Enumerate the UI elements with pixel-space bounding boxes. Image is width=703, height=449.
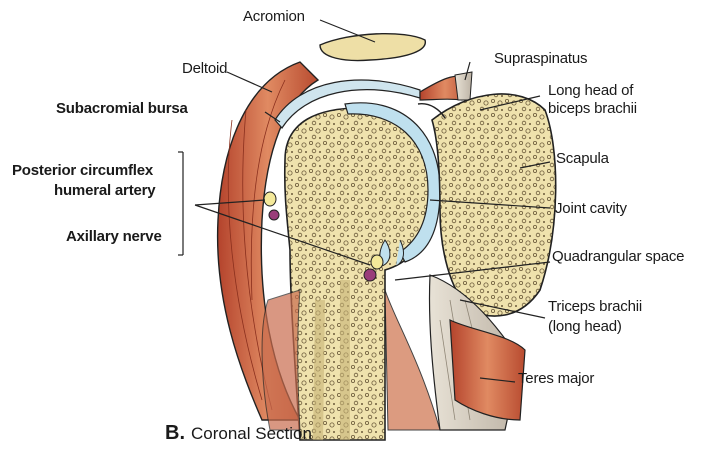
label-supraspinatus: Supraspinatus <box>494 50 587 67</box>
label-subacromial-bursa: Subacromial bursa <box>56 100 188 117</box>
label-triceps-line2: (long head) <box>548 318 622 335</box>
figure-caption: B. Coronal Section <box>165 422 312 445</box>
acromion-bone <box>320 34 425 61</box>
caption-letter: B. <box>165 422 185 444</box>
scapula-bone <box>432 94 556 316</box>
label-posterior-circumflex-line2: humeral artery <box>54 182 155 199</box>
posterior-circumflex-artery-lower <box>371 255 383 269</box>
label-quadrangular-space: Quadrangular space <box>552 248 684 265</box>
label-teres-major: Teres major <box>518 370 594 387</box>
posterior-circumflex-artery-upper <box>264 192 276 206</box>
label-axillary-nerve: Axillary nerve <box>66 228 162 245</box>
label-triceps-line1: Triceps brachii <box>548 298 642 315</box>
axillary-nerve-lower <box>364 269 376 281</box>
label-scapula: Scapula <box>556 150 609 167</box>
arm-muscle-region-left <box>262 290 300 430</box>
label-posterior-circumflex-line1: Posterior circumflex <box>12 162 153 179</box>
label-deltoid: Deltoid <box>182 60 227 77</box>
label-long-head-line2: biceps brachii <box>548 100 637 117</box>
label-acromion: Acromion <box>243 8 305 25</box>
label-long-head-line1: Long head of <box>548 82 633 99</box>
axillary-nerve-upper <box>269 210 279 220</box>
caption-title: Coronal Section <box>191 424 312 443</box>
supraspinatus-tendon <box>455 72 472 100</box>
label-joint-cavity: Joint cavity <box>555 200 627 217</box>
